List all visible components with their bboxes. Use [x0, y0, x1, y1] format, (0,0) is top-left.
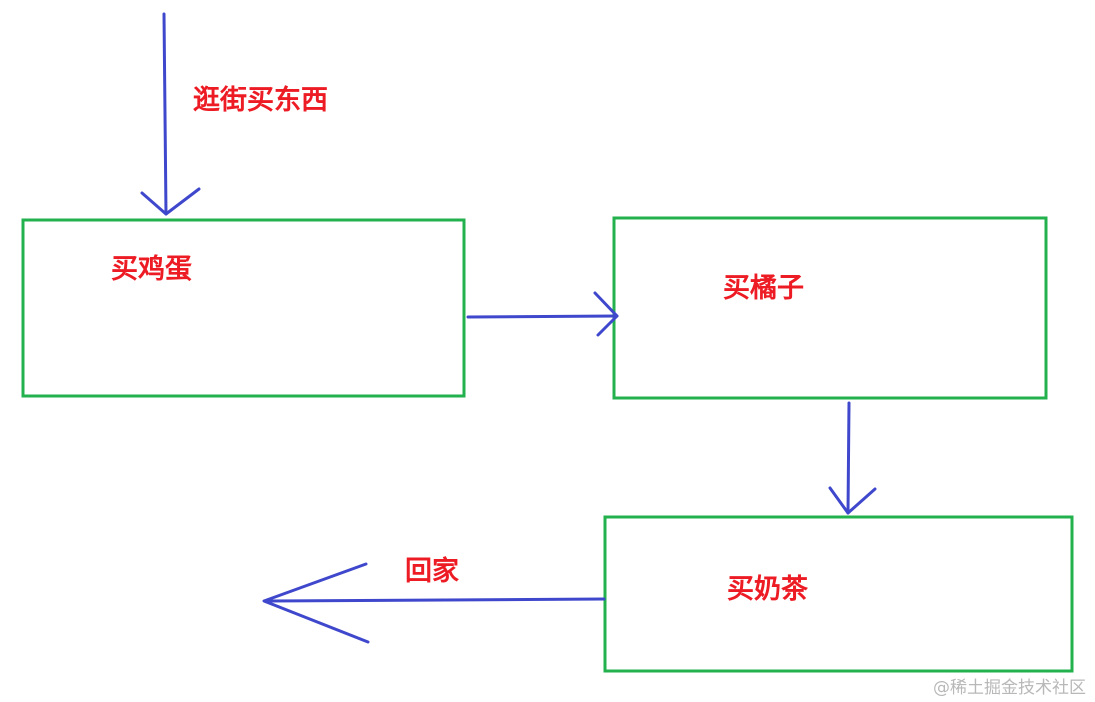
- arrow-milk-tea-to-home: [262, 562, 606, 644]
- box-buy-milk-tea: [603, 515, 1074, 673]
- label-buy-oranges: 买橘子: [723, 273, 804, 304]
- watermark: @稀土掘金技术社区: [933, 678, 1086, 698]
- label-buy-eggs: 买鸡蛋: [111, 254, 192, 285]
- box-buy-eggs: [21, 218, 466, 398]
- label-buy-milk-tea: 买奶茶: [727, 574, 809, 605]
- arrow-start-to-eggs: [140, 12, 201, 216]
- label-go-home: 回家: [405, 555, 459, 587]
- box-buy-oranges: [612, 216, 1048, 400]
- arrow-oranges-to-milk-tea: [828, 401, 877, 515]
- label-go-shopping: 逛街买东西: [193, 84, 328, 116]
- arrow-eggs-to-oranges: [466, 291, 619, 337]
